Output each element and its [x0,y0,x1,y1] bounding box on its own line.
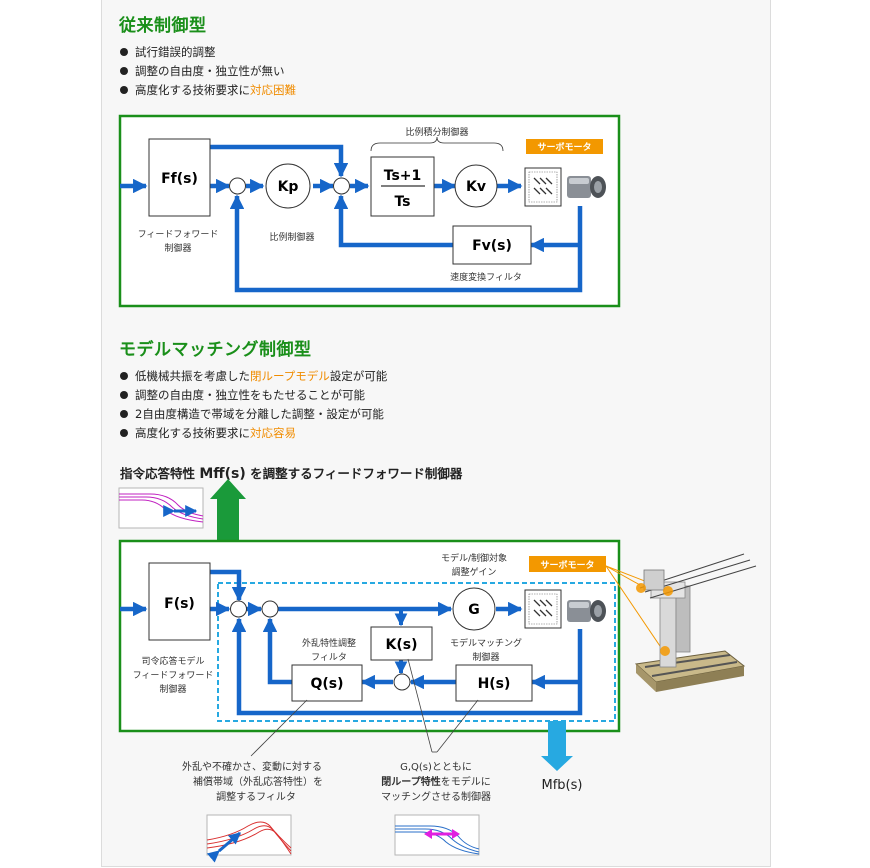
fb-down-arrow [541,721,573,771]
servo-motor-icon [567,176,606,198]
note-right: マッチングさせる制御器 [381,790,491,803]
pi-denominator: Ts [394,194,410,210]
f-caption: 制御器 [159,683,186,695]
note-right: 閉ループ特性をモデルに [381,775,490,788]
k-label: K(s) [386,637,418,653]
kp-label: Kp [278,179,299,195]
summing-junction [229,177,246,195]
command-response-graph [118,487,204,529]
h-block [455,664,533,702]
gain-caption: モデル/制御対象 [441,552,507,564]
disturbance-response-graph [206,814,292,863]
summing-junction [230,600,247,618]
servo-motor-icon [567,600,606,622]
bullet-item: 低機械共振を考慮した閉ループモデル設定が可能 [120,367,387,386]
summing-junction [333,177,350,195]
servo-label: サーボモータ [540,559,594,571]
position-feedback-line [229,194,583,293]
dist-caption: 外乱特性調整 [302,637,356,649]
summing-junction [261,600,279,618]
gain-caption: 調整ゲイン [452,566,497,578]
bullet-item: 調整の自由度・独立性をもたせることが可能 [120,386,387,405]
f-block [148,562,211,641]
fv-block [452,225,532,265]
h-label: H(s) [478,676,511,692]
bullet-dot-icon [120,48,128,56]
inverter-icon [524,167,562,207]
note-left: 補償帯域（外乱応答特性）を [193,775,323,788]
g-block [452,587,496,631]
pi-numerator: Ts+1 [384,168,422,184]
bullet-dot-icon [120,86,128,94]
bullet-dot-icon [120,391,128,399]
servo-label-box [526,139,603,154]
q-label: Q(s) [310,676,343,692]
position-feedback-line [231,617,583,716]
section2-title: モデルマッチング制御型 [119,340,312,360]
k-block [370,626,433,661]
ff-block-label: Ff(s) [161,171,198,187]
servo-label-box [529,556,606,572]
fv-caption: 速度変換フィルタ [450,271,522,283]
pointer-line [605,565,641,586]
gantry-machine-icon [634,553,757,692]
ff-up-arrow [210,479,246,541]
f-caption: フィードフォワード [133,671,214,681]
model-matching-diagram: F(s) 司令応答モデル フィードフォワード 制御器 モデル/制御対象 調整ゲイ… [118,479,757,863]
f-block-label: F(s) [164,596,195,612]
bullet-item: 高度化する技術要求に対応困難 [120,81,296,100]
closed-loop-graph [394,814,480,856]
velocity-feedback-line [333,194,453,248]
bullet-dot-icon [120,429,128,437]
leader-line [250,699,308,757]
section1-bullets: 試行錯誤的調整 調整の自由度・独立性が無い 高度化する技術要求に対応困難 [120,43,296,100]
g-caption: 制御器 [472,651,499,663]
dist-caption: フィルタ [311,652,347,663]
note-right: G,Q(s)とともに [400,761,472,773]
inverter-icon [524,589,562,629]
note-left: 外乱や不確かさ、変動に対する [182,760,322,773]
section1-title: 従来制御型 [119,16,207,36]
note-left: 調整するフィルタ [216,790,296,803]
pointer-line [605,565,665,653]
q-block [291,664,363,702]
pi-caption: 比例積分制御器 [405,126,468,138]
kp-caption: 比例制御器 [269,231,314,243]
bullet-item: 2自由度構造で帯域を分離した調整・設定が可能 [120,405,387,424]
f-caption: 司令応答モデル [141,655,204,667]
summing-junction [393,673,411,691]
ff-heading: 指令応答特性 Mff(s) を調整するフィードフォワード制御器 [120,466,463,482]
kp-block [265,163,311,209]
bullet-item: 高度化する技術要求に対応容易 [120,424,387,443]
kv-block [454,164,498,208]
feedback-region [217,582,616,722]
ff-caption: フィードフォワード [138,230,219,240]
leader-line [436,699,479,753]
section2-bullets: 低機械共振を考慮した閉ループモデル設定が可能 調整の自由度・独立性をもたせること… [120,367,387,443]
bullet-dot-icon [120,410,128,418]
bullet-dot-icon [120,372,128,380]
kv-label: Kv [466,179,486,195]
leader-line [407,658,433,753]
g-caption: モデルマッチング [450,637,522,649]
fv-label: Fv(s) [472,238,512,254]
bullet-item: 試行錯誤的調整 [120,43,296,62]
mfb-label: Mfb(s) [542,778,583,793]
ff-caption: 制御器 [164,242,191,254]
servo-label: サーボモータ [537,141,591,153]
bullet-dot-icon [120,67,128,75]
ff-block [148,138,211,217]
conventional-diagram: Ff(s) フィードフォワード 制御器 Kp 比例制御器 比例積分制御器 Ts+… [118,114,621,308]
q-output-line [262,617,292,685]
pi-bracket [370,136,504,152]
bullet-item: 調整の自由度・独立性が無い [120,62,296,81]
g-label: G [468,602,480,618]
